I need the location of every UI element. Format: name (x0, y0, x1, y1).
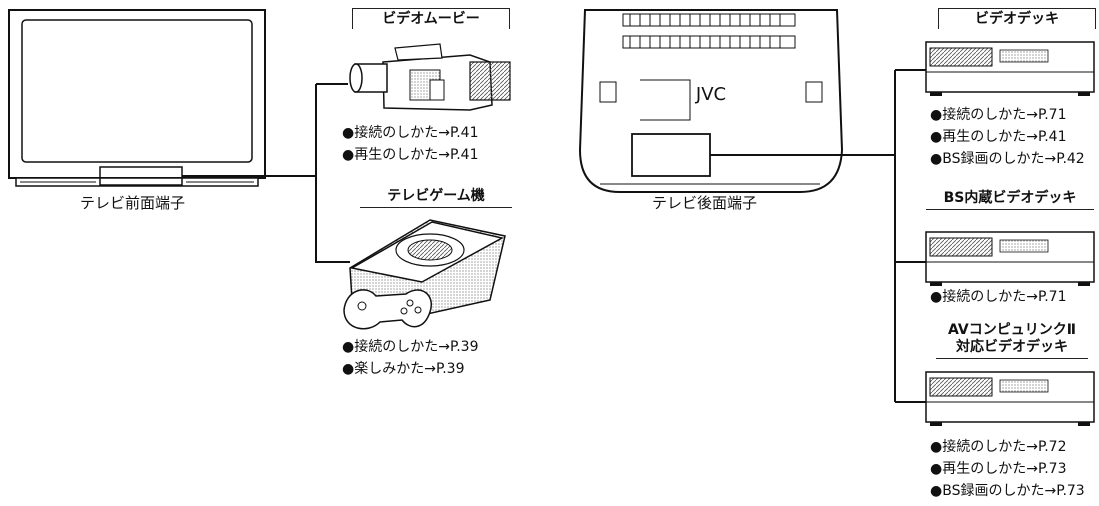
compulink-title-line1: AVコンピュリンクⅡ (948, 322, 1076, 338)
ref-line: ●接続のしかた→P.71 (930, 107, 1067, 123)
front-connection-lines (182, 83, 350, 263)
game-console-illustration (343, 219, 506, 330)
ref-line: ●再生のしかた→P.41 (342, 147, 479, 163)
ref-line: ●楽しみかた→P.39 (342, 361, 465, 377)
jvc-logo: JVC (695, 84, 726, 105)
rear-tv-caption: テレビ後面端子 (652, 194, 758, 212)
compulink-vcr-refs: ●接続のしかた→P.72 ●再生のしかた→P.73 ●BS録画のしかた→P.73 (930, 436, 1085, 502)
game-console-refs: ●接続のしかた→P.39 ●楽しみかた→P.39 (342, 336, 478, 380)
ref-line: ●接続のしかた→P.71 (930, 289, 1067, 305)
video-camera-illustration (349, 43, 511, 111)
video-camera-title: ビデオムービー (352, 8, 510, 29)
compulink-title-line2: 対応ビデオデッキ (956, 339, 1068, 355)
ref-line: ●再生のしかた→P.41 (930, 129, 1067, 145)
vcr-refs: ●接続のしかた→P.71 ●再生のしかた→P.41 ●BS録画のしかた→P.42 (930, 104, 1085, 170)
rear-tv-illustration (578, 9, 844, 193)
front-tv-illustration (8, 9, 266, 187)
vcr-3-illustration (925, 371, 1095, 426)
ref-line: ●BS録画のしかた→P.42 (930, 151, 1085, 167)
video-camera-refs: ●接続のしかた→P.41 ●再生のしかた→P.41 (342, 122, 478, 166)
game-console-title: テレビゲーム機 (360, 188, 512, 208)
ref-line: ●接続のしかた→P.72 (930, 439, 1067, 455)
ref-line: ●再生のしかた→P.73 (930, 461, 1067, 477)
bs-vcr-refs: ●接続のしかた→P.71 (930, 286, 1066, 308)
rear-connection-lines (710, 69, 926, 403)
bs-vcr-title: BS内蔵ビデオデッキ (926, 190, 1094, 210)
front-tv-caption: テレビ前面端子 (80, 194, 186, 212)
ref-line: ●接続のしかた→P.39 (342, 339, 479, 355)
ref-line: ●BS録画のしかた→P.73 (930, 483, 1085, 499)
compulink-vcr-title: AVコンピュリンクⅡ 対応ビデオデッキ (936, 322, 1088, 359)
ref-line: ●接続のしかた→P.41 (342, 125, 479, 141)
vcr-1-illustration (925, 41, 1095, 96)
vcr-2-illustration (925, 231, 1095, 286)
vcr-title: ビデオデッキ (938, 8, 1096, 29)
